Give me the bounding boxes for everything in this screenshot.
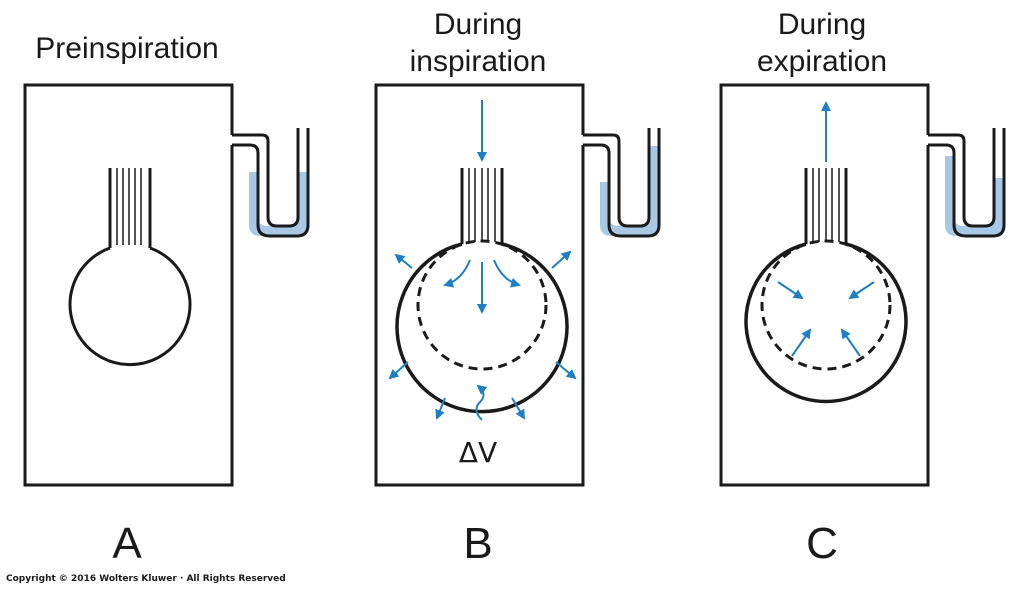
panel-b-box [374, 83, 585, 487]
delta-v-pointer [475, 384, 488, 421]
expansion-arrow [388, 361, 409, 380]
panel-b-volume-label: ΔV [459, 436, 497, 469]
panel-c-letter: C [806, 519, 838, 568]
inflow-arrow [493, 259, 521, 288]
panel-a-box [23, 83, 234, 487]
panel-c-manometer-water [945, 156, 1004, 236]
panel-c: During expiration C [719, 8, 1006, 568]
recoil-arrow [791, 328, 812, 357]
panel-a-lung [68, 168, 192, 366]
panel-a: Preinspiration A [23, 32, 310, 568]
panel-a-letter: A [112, 519, 142, 568]
expansion-arrow [555, 361, 577, 380]
expansion-arrow [394, 253, 413, 269]
panel-b-title-line-1: During [434, 8, 522, 41]
expansion-arrow [511, 397, 526, 420]
panel-b: During inspiration ΔV [374, 8, 661, 568]
expansion-arrow [435, 397, 446, 420]
panel-c-manometer [928, 128, 1006, 238]
copyright-notice: Copyright © 2016 Wolters Kluwer · All Ri… [6, 574, 286, 584]
panel-b-lung [395, 168, 569, 414]
panel-b-manometer [583, 128, 661, 238]
expansion-arrow [551, 250, 572, 269]
panel-b-title-line-2: inspiration [410, 45, 547, 78]
recoil-arrow [777, 281, 804, 300]
panel-c-title-line-2: expiration [757, 45, 887, 78]
panel-c-lung [744, 168, 908, 404]
panel-a-manometer [232, 128, 310, 238]
panel-c-title-line-1: During [778, 8, 866, 41]
panel-a-title-line-1: Preinspiration [35, 32, 218, 65]
panel-b-airflow-arrows [388, 100, 577, 421]
panel-b-letter: B [463, 519, 492, 568]
panel-a-manometer-water [249, 172, 308, 236]
recoil-arrow [848, 281, 875, 300]
inflow-arrow [443, 259, 471, 288]
recoil-arrow [840, 328, 861, 357]
panel-c-airflow-arrows [777, 101, 875, 357]
panel-b-manometer-water [600, 146, 659, 236]
panel-c-box [719, 83, 930, 487]
